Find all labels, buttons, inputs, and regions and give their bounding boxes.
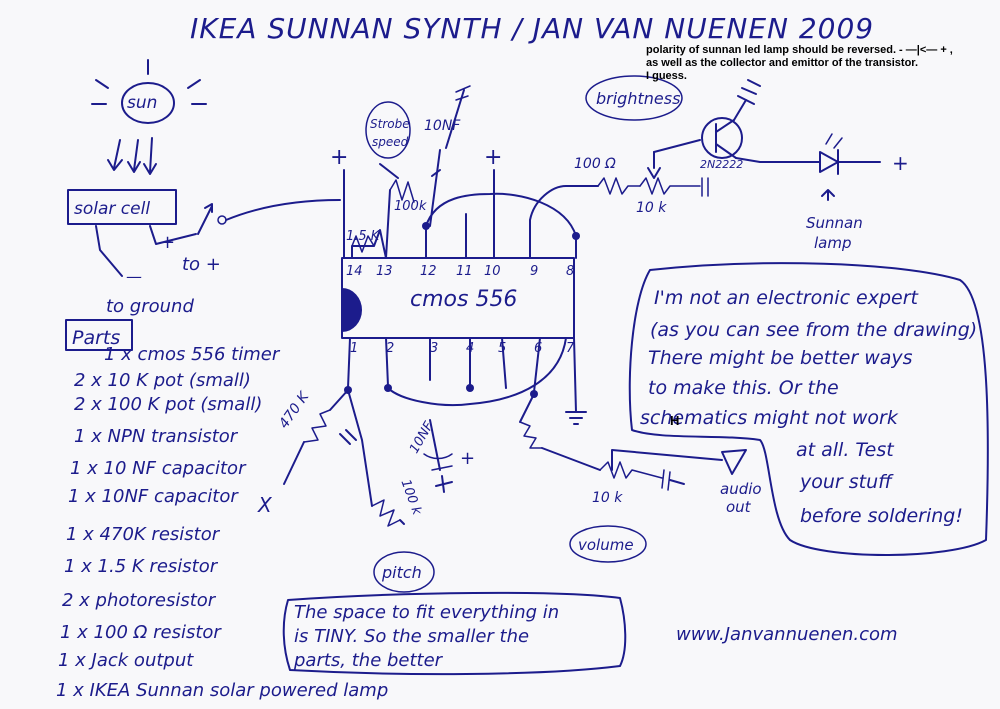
r-470k-label: 470 K — [276, 388, 313, 432]
strobe-speed-label-1: Strobe — [370, 117, 410, 131]
pin-label: 13 — [376, 264, 393, 279]
pot-100k-bottom-label: 100 k — [398, 478, 425, 518]
to-ground-label: to ground — [106, 296, 194, 317]
disclaimer-outline — [628, 262, 989, 556]
parts-list-item: 1 x 10NF capacitor — [68, 486, 239, 507]
page-title: IKEA SUNNAN SYNTH / JAN VAN NUENEN 2009 — [190, 12, 874, 45]
correction-note: polarity of sunnan led lamp should be re… — [646, 44, 996, 83]
to-plus-label: to + — [182, 254, 221, 275]
pitch-label: pitch — [381, 563, 422, 582]
chip-notch — [342, 288, 362, 332]
pitch-callout — [373, 551, 435, 593]
solar-cell-label: solar cell — [74, 199, 150, 219]
volume-callout — [569, 525, 647, 563]
parts-list-item: 1 x NPN transistor — [74, 426, 239, 447]
disclaimer-line: before soldering! — [800, 505, 963, 527]
supply-plus-left: + — [330, 145, 348, 170]
ground-plus-label: + — [460, 448, 475, 469]
space-note-line: parts, the better — [293, 650, 444, 671]
disclaimer-line: There might be better ways — [648, 347, 913, 369]
disclaimer-line: your stuff — [799, 471, 894, 493]
r-100-ohm-label: 100 Ω — [574, 156, 616, 172]
space-note-text: The space to fit everything in is TINY. … — [293, 602, 559, 671]
solar-cell-box — [67, 189, 177, 225]
pin-label: 2 — [386, 341, 394, 356]
chip-pins-bottom: 1 2 3 4 5 6 7 — [350, 341, 575, 356]
parts-list-item: 2 x 10 K pot (small) — [74, 370, 251, 391]
parts-list-item: 1 x 1.5 K resistor — [64, 556, 219, 577]
pin-label: 9 — [530, 264, 538, 279]
photoresistor-sun-icon — [197, 199, 341, 235]
cap-10nf-top-label: 10NF — [424, 118, 461, 134]
sun-icon — [91, 59, 207, 175]
disclaimer-line: schematics might not work — [640, 407, 899, 429]
parts-list-item: 2 x 100 K pot (small) — [74, 394, 262, 415]
lamp-plus-label: + — [892, 151, 909, 175]
transistor-icon — [701, 117, 743, 159]
volume-label: volume — [578, 536, 634, 554]
sunnan-lamp-label-1: Sunnan — [806, 214, 863, 232]
audio-out-label-1: audio — [720, 480, 762, 498]
space-note-line: is TINY. So the smaller the — [294, 626, 529, 647]
brightness-label: brightness — [596, 89, 680, 108]
pin-label: 7 — [566, 341, 575, 356]
parts-list: 1 x cmos 556 timer 2 x 10 K pot (small) … — [56, 344, 388, 701]
space-note-outline — [282, 591, 627, 676]
website-link[interactable]: www.Janvannuenen.com — [676, 624, 898, 645]
x-mark-left: X — [257, 493, 273, 517]
correction-note-line: polarity of sunnan led lamp should be re… — [646, 44, 953, 56]
strobe-speed-label-2: speed — [372, 135, 409, 149]
parts-list-item: 1 x Jack output — [58, 650, 194, 671]
pot-100k-top-label: 100k — [394, 199, 427, 214]
stray-mark: H — [670, 413, 680, 428]
chip-label: cmos 556 — [410, 287, 517, 312]
disclaimer-line: (as you can see from the drawing) — [650, 319, 977, 341]
parts-heading: Parts — [72, 327, 120, 349]
sunnan-lamp-label-2: lamp — [814, 234, 852, 252]
disclaimer-line: at all. Test — [796, 439, 895, 461]
disclaimer-text: I'm not an electronic expert (as you can… — [640, 287, 977, 527]
parts-heading-box — [65, 319, 133, 351]
solar-plus-label: + — [160, 232, 175, 253]
parts-list-item: 2 x photoresistor — [62, 590, 217, 611]
pin-label: 10 — [484, 264, 501, 279]
pot-10k-top-label: 10 k — [636, 200, 667, 216]
pin-label: 8 — [566, 264, 574, 279]
pot-10k-bottom-label: 10 k — [592, 490, 623, 506]
correction-note-line: I guess. — [646, 70, 687, 82]
strobe-speed-callout: Strobe speed — [365, 101, 411, 159]
pin-label: 12 — [420, 264, 437, 279]
audio-jack-icon — [721, 449, 747, 475]
disclaimer-line: I'm not an electronic expert — [654, 287, 920, 309]
brightness-section: 100 Ω 10 k brightness 2N2222 + Sunnan la… — [574, 75, 909, 252]
transistor-label: 2N2222 — [700, 158, 743, 171]
pin-label: 3 — [430, 341, 438, 356]
parts-list-item: 1 x 470K resistor — [66, 524, 221, 545]
sun-label: sun — [127, 93, 157, 113]
parts-list-item: 1 x 100 Ω resistor — [60, 622, 222, 643]
r-1-5k-label: 1.5 K — [346, 229, 381, 244]
parts-list-item: 1 x IKEA Sunnan solar powered lamp — [56, 680, 388, 701]
chip-pins-top: 14 13 12 11 10 9 8 — [346, 264, 574, 279]
top-wiring: + + — [330, 85, 599, 259]
pin-label: 11 — [456, 264, 473, 279]
space-note-line: The space to fit everything in — [294, 602, 559, 623]
parts-list-item: 1 x 10 NF capacitor — [70, 458, 247, 479]
pin-label: 14 — [346, 264, 363, 279]
solar-minus-label: — — [126, 267, 142, 286]
supply-plus-mid: + — [484, 145, 502, 170]
led-icon — [819, 151, 839, 173]
pin-label: 1 — [350, 341, 358, 356]
disclaimer-line: to make this. Or the — [648, 377, 839, 399]
correction-note-line: as well as the collector and emittor of … — [646, 57, 919, 69]
parts-list-item: 1 x cmos 556 timer — [104, 344, 281, 365]
audio-out-label-2: out — [726, 498, 752, 516]
